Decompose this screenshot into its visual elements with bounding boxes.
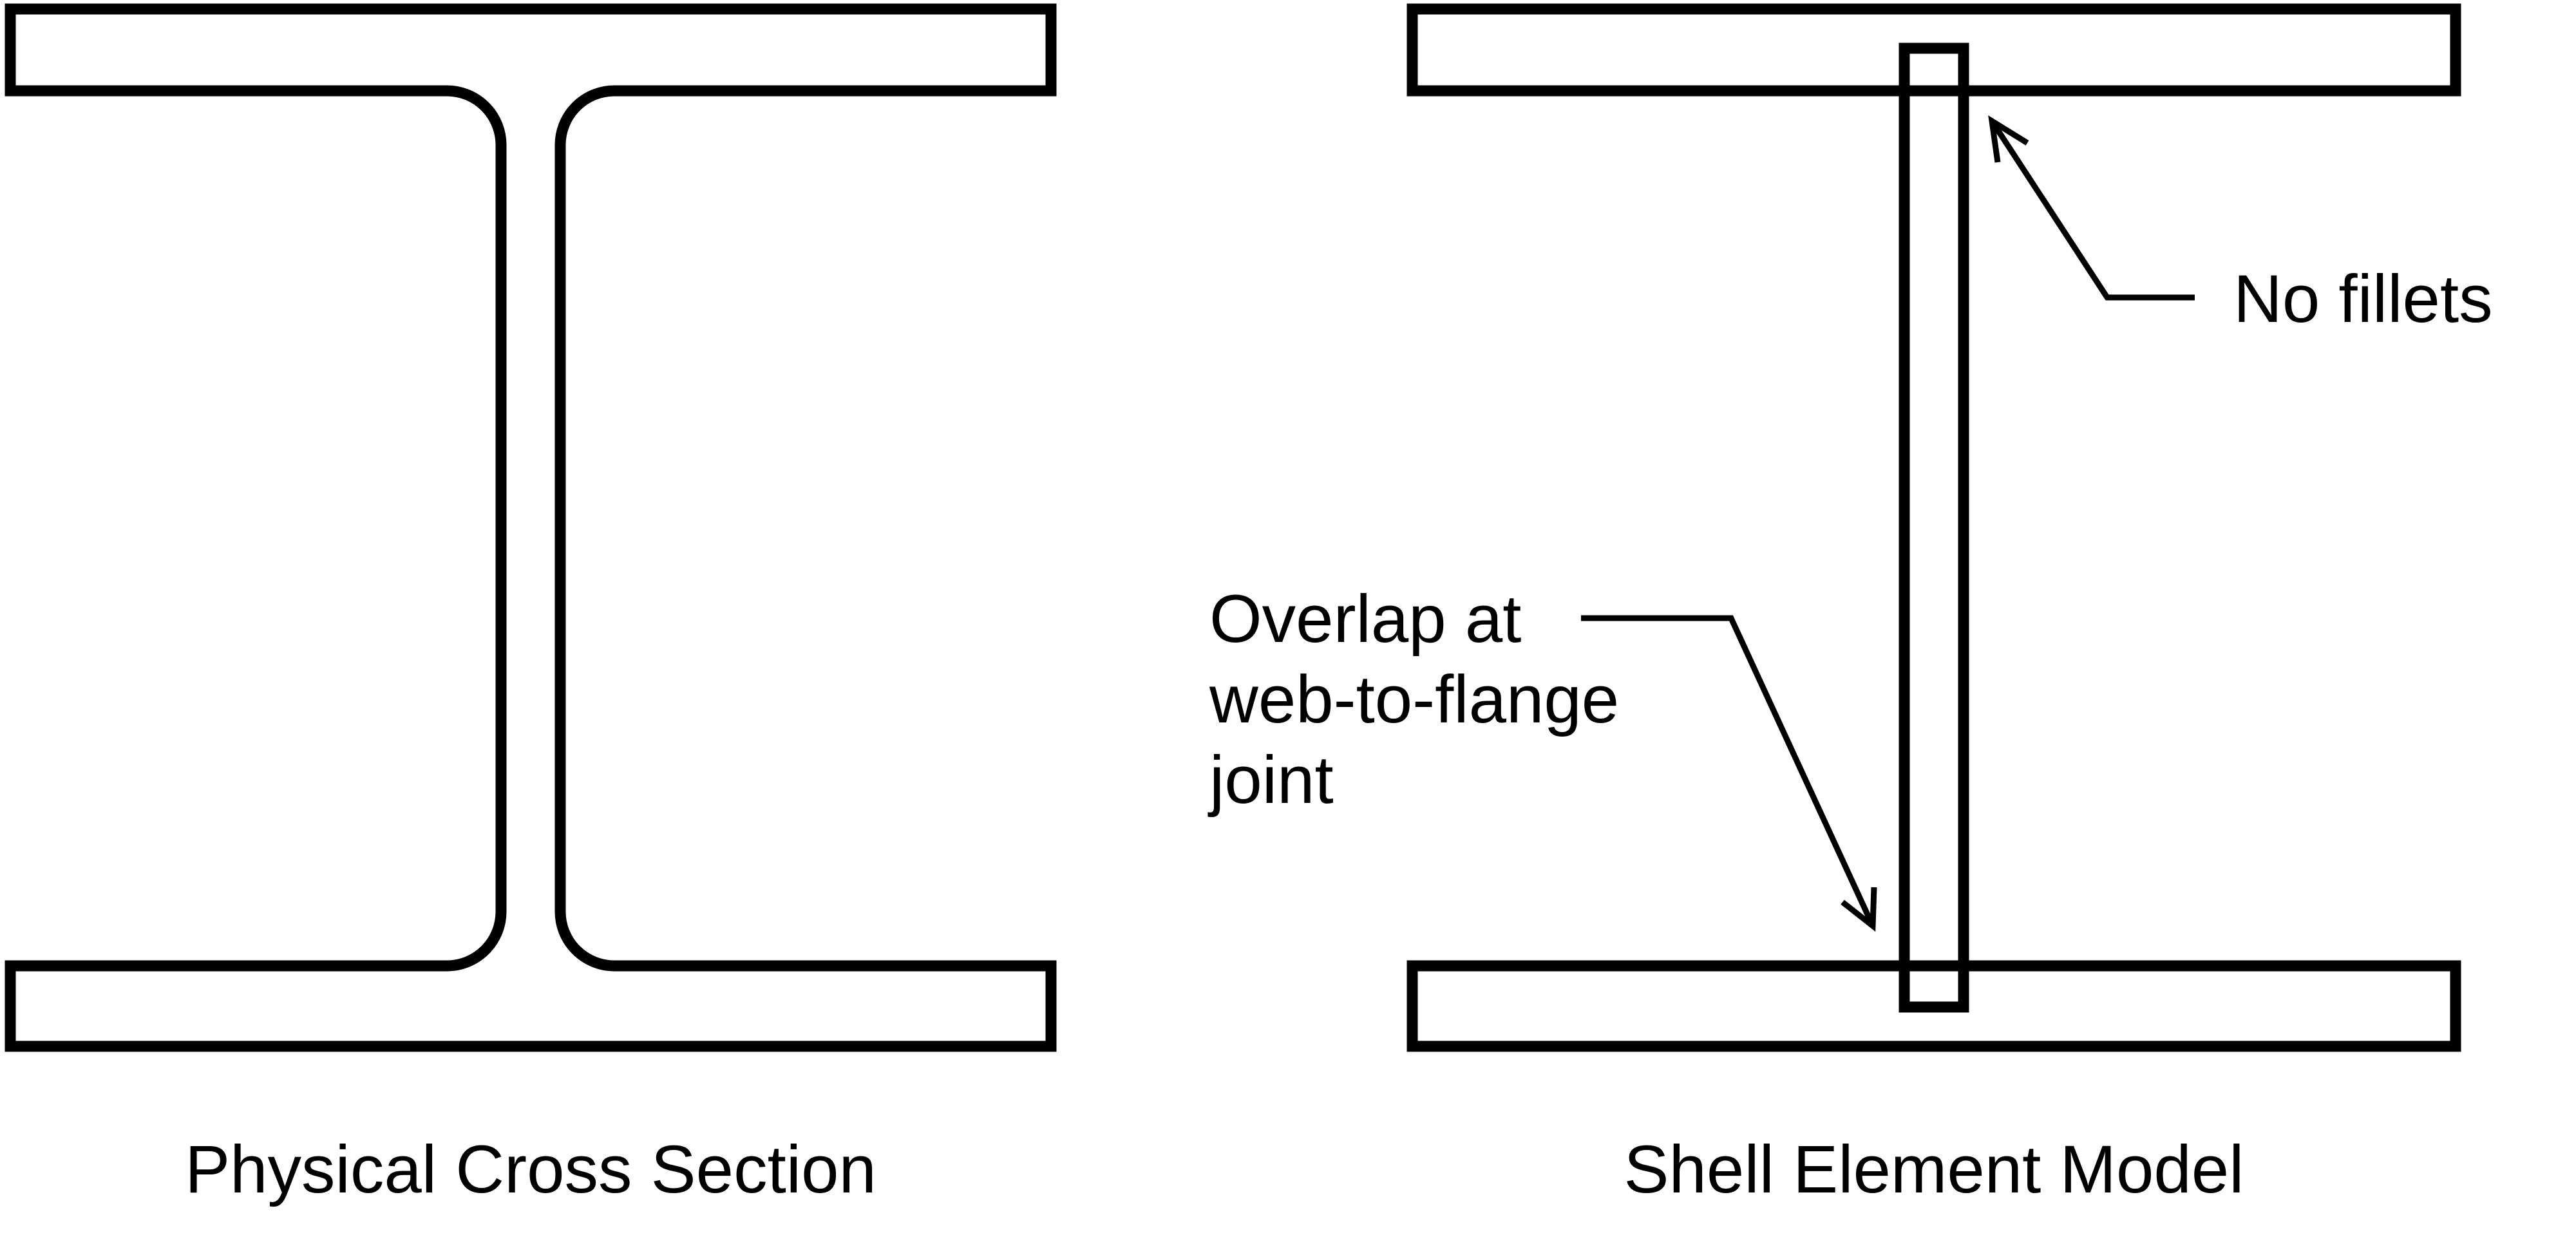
overlap-label-line-1: Overlap at	[1209, 581, 1521, 657]
i-beam-outline	[5, 3, 1057, 1052]
shell-web-plate	[1899, 42, 1969, 1013]
right-caption: Shell Element Model	[1624, 1132, 2244, 1207]
overlap-annotation: Overlap at web-to-flange joint	[1208, 581, 1877, 932]
shell-bottom-flange-plate	[1406, 960, 2461, 1052]
no-fillets-annotation: No fillets	[1988, 115, 2493, 337]
overlap-arrowhead-icon	[1841, 887, 1877, 932]
no-fillets-label: No fillets	[2233, 261, 2493, 337]
overlap-label-line-2: web-to-flange	[1209, 662, 1619, 737]
overlap-label-line-3: joint	[1208, 742, 1334, 818]
left-caption: Physical Cross Section	[185, 1132, 876, 1207]
physical-cross-section-panel: Physical Cross Section	[5, 3, 1057, 1207]
shell-element-model-panel: No fillets Overlap at web-to-flange join…	[1208, 3, 2493, 1207]
no-fillets-arrowhead-icon	[1988, 115, 2029, 163]
overlap-leader-line	[1581, 615, 1876, 927]
no-fillets-leader-line	[1989, 119, 2195, 301]
shell-top-flange-plate	[1406, 3, 2461, 97]
